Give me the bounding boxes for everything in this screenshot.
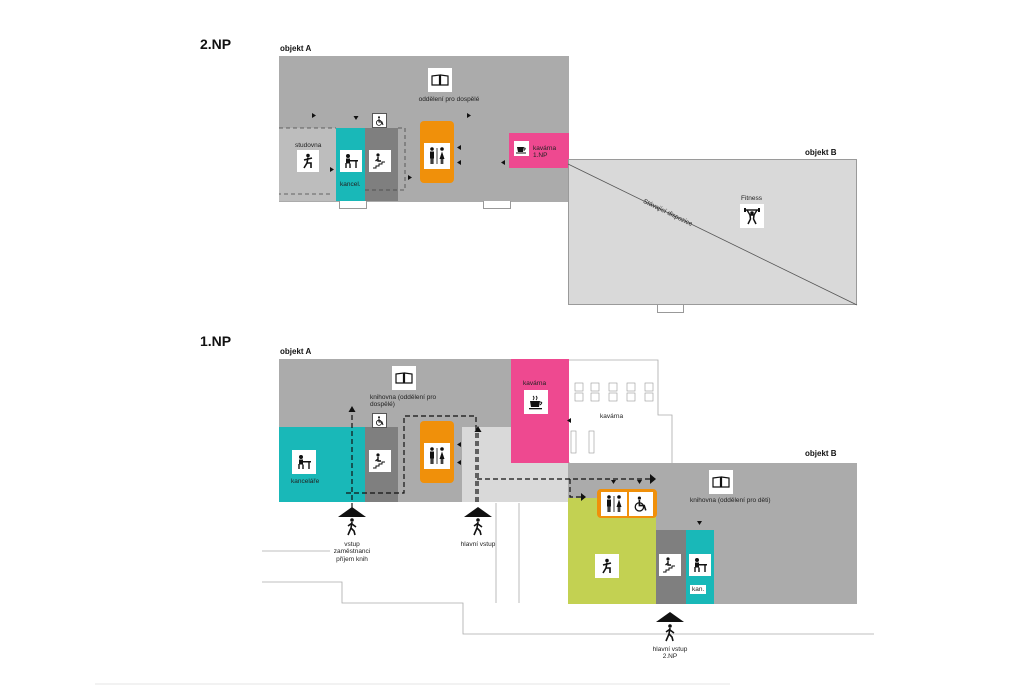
study-label: studovna <box>295 142 322 149</box>
floor-heading-2np: 2.NP <box>200 36 232 52</box>
office-short-label: kan. <box>690 585 707 595</box>
adults-dept-label: oddělení pro dospělé <box>418 96 480 103</box>
floor-heading-1np: 1.NP <box>200 333 232 349</box>
entrance-tab <box>657 305 684 313</box>
objekt-b-label-1np: objekt B <box>805 449 837 458</box>
stairs-icon <box>369 450 391 472</box>
entrance-tab <box>339 201 367 209</box>
desk-icon <box>292 450 316 474</box>
toilets-icon <box>601 492 627 516</box>
entrance-tab <box>483 201 511 209</box>
library-adults-label: knihovna (oddělení pro dospělé) <box>370 394 437 409</box>
wheelchair-icon <box>629 492 653 516</box>
walking-person-icon <box>345 518 359 541</box>
fitness-label: Fitness <box>741 195 762 202</box>
desk-icon <box>689 554 711 576</box>
wheelchair-icon <box>372 113 387 128</box>
cafe-hall <box>569 376 656 462</box>
offices-label: kanceláře <box>291 478 320 485</box>
stairs-icon <box>659 554 681 576</box>
cafe-label-2np: kavárna 1.NP <box>533 145 557 160</box>
book-icon <box>392 366 416 390</box>
weightlifter-icon <box>740 204 764 228</box>
connector-corridor <box>462 477 572 502</box>
objekt-b-label-2np: objekt B <box>805 148 837 157</box>
stairs-icon <box>369 150 391 172</box>
office-label-2np: kancel. <box>340 181 361 188</box>
book-icon <box>428 68 452 92</box>
wheelchair-icon <box>372 413 387 428</box>
coffee-icon <box>514 141 529 156</box>
main-entry-2np-label: hlavní vstup 2.NP <box>652 646 688 661</box>
reader-icon <box>595 554 619 578</box>
toilets-icon <box>424 443 450 469</box>
toilets-icon <box>424 143 450 169</box>
cafe-hall-label: kavárna <box>600 413 624 420</box>
book-icon <box>709 470 733 494</box>
reader-icon <box>297 150 319 172</box>
walking-person-icon <box>663 624 677 647</box>
desk-icon <box>340 150 362 172</box>
coffee-icon <box>524 390 548 414</box>
library-kids-label: knihovna (oddělení pro děti) <box>690 497 771 504</box>
objekt-b-block-2np <box>568 159 857 305</box>
cafe-room-label: kavárna <box>523 380 547 387</box>
walking-person-icon <box>471 518 485 541</box>
main-entry-label: hlavní vstup <box>460 541 496 548</box>
objekt-a-label-2np: objekt A <box>280 44 312 53</box>
objekt-a-label-1np: objekt A <box>280 347 312 356</box>
staff-entry-label: vstup zaměstnanci příjem knih <box>333 541 371 563</box>
